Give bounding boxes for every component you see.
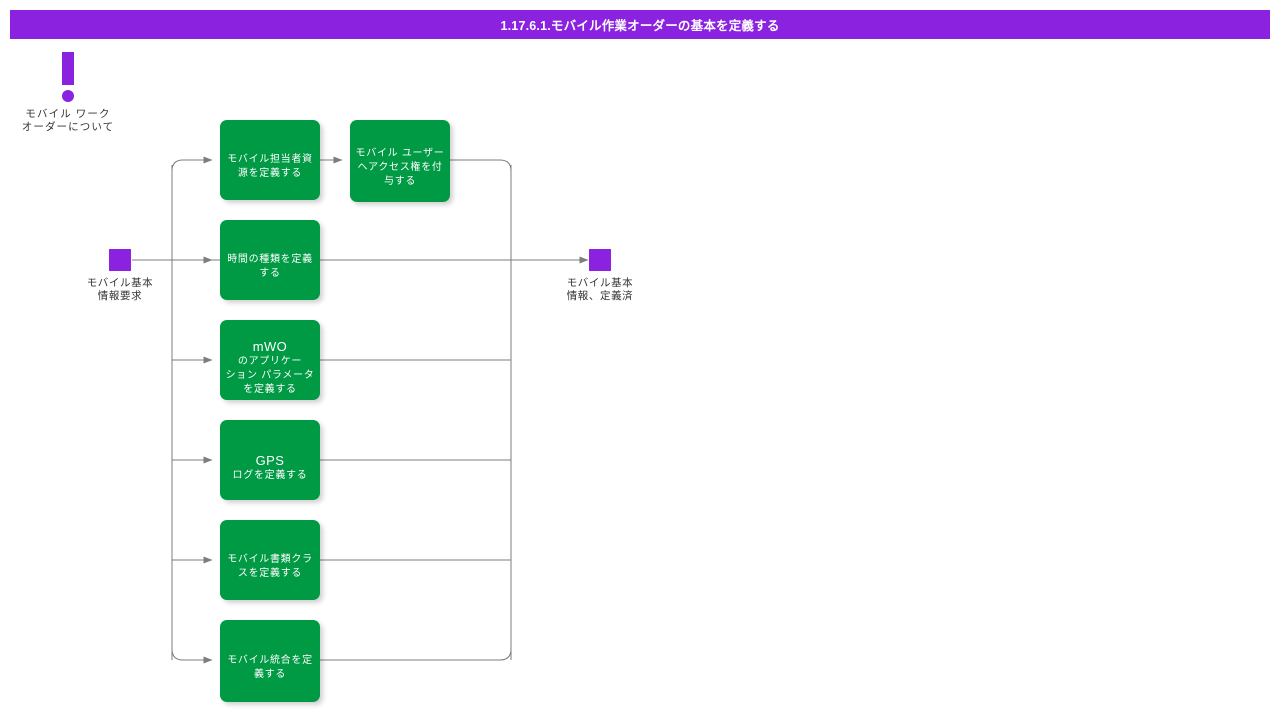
process-box-text: のアプリケー ション パラメータ を定義する — [225, 355, 315, 395]
process-box-define-mobile-document-class[interactable]: モバイル書類クラ スを定義する — [220, 520, 320, 600]
page-header-bar: 1.17.6.1.モバイル作業オーダーの基本を定義する — [10, 10, 1270, 39]
exclamation-dot — [62, 90, 74, 102]
process-box-text: モバイル統合を定 義する — [227, 655, 313, 680]
connector-merge-row1 — [450, 159, 512, 172]
process-box-label: モバイル統合を定 義する — [227, 640, 313, 682]
process-box-text: ログを定義する — [232, 469, 308, 481]
process-box-label: 時間の種類を定義 する — [227, 239, 313, 281]
process-box-label: モバイル ユーザー ヘアクセス権を付 与する — [356, 133, 445, 189]
process-box-emphasis: GPS — [255, 452, 285, 468]
exclamation-icon — [12, 52, 124, 102]
page-title: 1.17.6.1.モバイル作業オーダーの基本を定義する — [500, 19, 780, 33]
connector-branch-row1 — [171, 156, 213, 172]
exclamation-bar — [62, 52, 74, 85]
end-node[interactable]: モバイル基本 情報、定義済 — [545, 249, 655, 303]
process-box-grant-mobile-user-access[interactable]: モバイル ユーザー ヘアクセス権を付 与する — [350, 120, 450, 202]
start-node-label: モバイル基本 情報要求 — [86, 277, 154, 302]
process-box-define-time-types[interactable]: 時間の種類を定義 する — [220, 220, 320, 300]
process-box-emphasis: mWO — [252, 338, 288, 354]
process-box-text: 時間の種類を定義 する — [227, 254, 313, 279]
process-box-label: モバイル担当者資 源を定義する — [227, 139, 313, 181]
process-box-define-mobile-integration[interactable]: モバイル統合を定 義する — [220, 620, 320, 702]
start-node[interactable]: モバイル基本 情報要求 — [65, 249, 175, 303]
note-annotation-label: モバイル ワーク オーダーについて — [21, 108, 115, 133]
process-box-text: モバイル書類クラ スを定義する — [227, 554, 313, 579]
connector-branch-row6 — [171, 648, 213, 664]
note-annotation[interactable]: モバイル ワーク オーダーについて — [12, 52, 124, 134]
connector-merge-row6 — [320, 648, 512, 661]
start-node-marker — [109, 249, 131, 271]
process-box-label: モバイル書類クラ スを定義する — [227, 539, 313, 581]
end-node-marker — [589, 249, 611, 271]
process-box-mobile-labor-resource[interactable]: モバイル担当者資 源を定義する — [220, 120, 320, 200]
process-box-text: モバイル担当者資 源を定義する — [227, 154, 313, 179]
end-node-label: モバイル基本 情報、定義済 — [566, 277, 634, 302]
process-box-text: モバイル ユーザー ヘアクセス権を付 与する — [355, 148, 445, 187]
